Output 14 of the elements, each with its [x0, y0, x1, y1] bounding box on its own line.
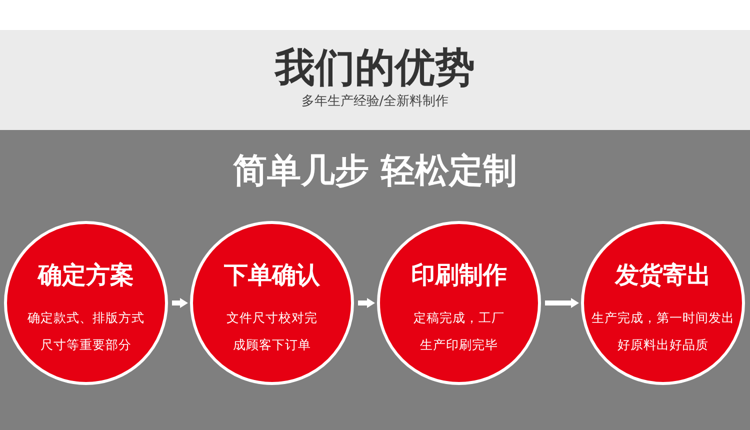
arrow [545, 298, 579, 308]
step-description: 定稿完成，工厂生产印刷完毕 [412, 309, 506, 354]
step-heading: 印刷制作 [410, 260, 508, 290]
step-description: 生产完成，第一时间发出好原料出好品质 [590, 309, 736, 354]
subtitle: 多年生产经验/全新料制作 [300, 93, 450, 111]
step-heading: 发货寄出 [614, 260, 712, 290]
step-description: 确定款式、排版方式尺寸等重要部分 [26, 309, 146, 354]
arrow [358, 298, 375, 308]
arrow [172, 298, 188, 308]
step-heading: 确定方案 [36, 260, 135, 290]
step-description: 文件尺寸校对完成顾客下订单 [226, 309, 318, 354]
title: 我们的优势 [274, 44, 476, 92]
step-heading: 下单确认 [223, 260, 321, 290]
section-heading: 简单几步 轻松定制 [232, 150, 518, 192]
